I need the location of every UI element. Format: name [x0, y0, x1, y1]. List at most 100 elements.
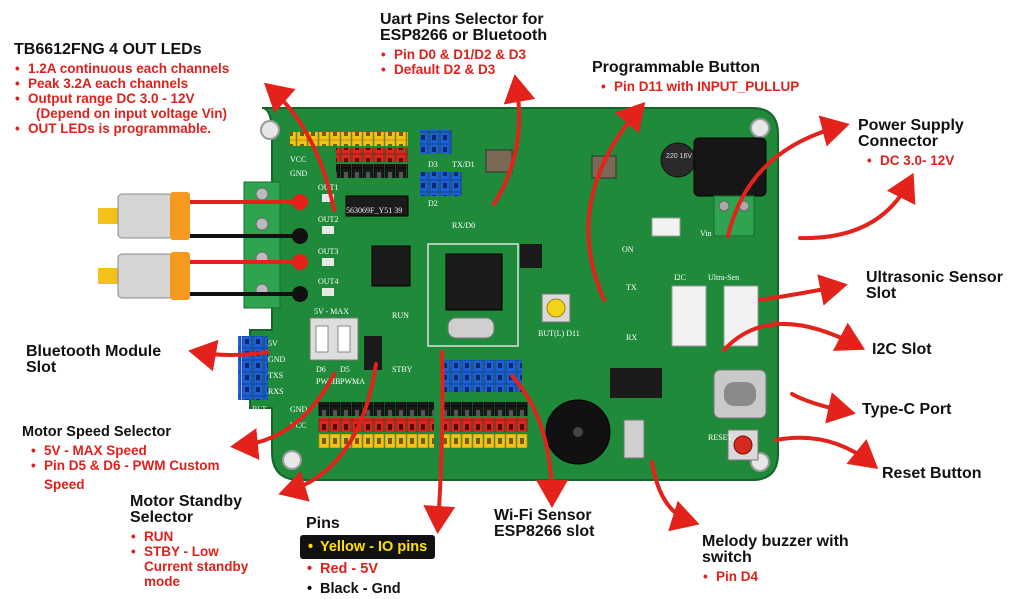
label-standby-item: mode	[144, 574, 181, 589]
bluetooth-header	[238, 336, 268, 400]
motor-cap-icon	[170, 192, 190, 240]
arrow-prog-button	[586, 101, 646, 302]
label-standby-title-1: Motor Standby	[130, 493, 242, 510]
label-buzzer-title-1: Melody buzzer with	[702, 533, 849, 550]
label-i2c-title: I2C Slot	[872, 341, 932, 358]
label-pins-black: Black - Gnd	[306, 579, 435, 599]
label-power-item: DC 3.0- 12V	[866, 153, 964, 168]
silk-chip: 563069F_Y51 39	[346, 206, 402, 215]
switch-lever-icon	[315, 325, 329, 353]
silk-ultrasen: Ultra-Sen	[708, 273, 739, 282]
reset-button-cap-icon	[733, 435, 753, 455]
led-icon	[322, 258, 334, 266]
silk-d2: D2	[428, 199, 438, 208]
label-standby: Motor Standby Selector RUN STBY - Low Cu…	[130, 493, 249, 590]
tb6612-chip	[345, 195, 409, 217]
label-i2c: I2C Slot	[872, 342, 932, 358]
label-motor-speed-item: Speed	[44, 477, 85, 492]
i2c-connector	[671, 285, 707, 347]
bottom-header-red-left	[318, 418, 434, 432]
label-motor-speed-title: Motor Speed Selector	[22, 424, 172, 440]
silk-d3: D3	[428, 160, 438, 169]
buzzer-hole-icon	[573, 427, 583, 437]
screw-icon	[255, 217, 269, 231]
silk-tx: TX	[626, 283, 637, 292]
silk-button: BUT(L) D11	[538, 329, 580, 338]
arrow-wifi	[510, 374, 568, 508]
label-ultrasonic: Ultrasonic Sensor Slot	[866, 270, 1003, 302]
silk-out4: OUT4	[318, 277, 338, 286]
buzzer-switch	[623, 419, 645, 459]
label-buzzer: Melody buzzer with switch Pin D4	[702, 533, 849, 585]
label-wifi-title-2: ESP8266 slot	[494, 523, 595, 540]
silk-vin: Vin	[700, 229, 712, 238]
arrow-motor-speed	[230, 372, 336, 460]
silk-gnd-bt: GND	[268, 355, 286, 364]
type-c-opening-icon	[724, 382, 756, 406]
label-pins-yellow: Yellow - IO pins	[300, 535, 436, 559]
led-icon	[322, 194, 334, 202]
label-standby-item: RUN	[130, 529, 248, 544]
regulator-icon	[520, 244, 542, 268]
label-standby-item: Current standby	[144, 559, 249, 574]
led-icon	[322, 226, 334, 234]
silk-pwma: PWMA	[340, 377, 365, 386]
motor-shaft-icon	[98, 268, 122, 284]
arrow-typec	[790, 392, 856, 424]
arrow-bluetooth	[188, 339, 270, 372]
driver-ic	[371, 245, 411, 287]
screw-icon	[718, 200, 730, 212]
label-tb6612-item: OUT LEDs is programmable.	[14, 121, 229, 136]
power-jack	[693, 137, 767, 197]
label-motor-speed-item: 5V - MAX Speed	[30, 443, 220, 458]
label-tb6612-title: TB6612FNG 4 OUT LEDs	[14, 41, 202, 58]
label-tb6612-item: (Depend on input voltage Vin)	[36, 106, 227, 121]
label-motor-speed: Motor Speed Selector 5V - MAX Speed Pin …	[22, 424, 220, 492]
silk-rxs: RXS	[268, 387, 284, 396]
label-prog-button-title: Programmable Button	[592, 59, 761, 76]
silk-vcc-bottom: VCC	[290, 421, 306, 430]
mount-hole-icon	[260, 120, 280, 140]
arrow-buzzer	[650, 460, 700, 532]
label-tb6612-item: Peak 3.2A each channels	[14, 76, 229, 91]
top-header-yellow	[290, 132, 408, 146]
mount-hole-icon	[750, 118, 770, 138]
silk-txs: TXS	[268, 371, 283, 380]
bottom-header-black-left	[318, 402, 434, 416]
label-pins-red: Red - 5V	[306, 559, 435, 579]
label-uart-title-1: Uart Pins Selector for	[380, 11, 544, 28]
label-uart-item: Pin D0 & D1/D2 & D3	[380, 47, 547, 62]
bottom-header-yellow-right	[442, 434, 528, 448]
silk-vcc: VCC	[290, 155, 306, 164]
wire-end-icon	[292, 194, 308, 210]
silk-i2c: I2C	[674, 273, 686, 282]
label-wifi-title-1: Wi-Fi Sensor	[494, 507, 592, 524]
silk-cap: 220 16V VT	[666, 153, 704, 160]
silk-on: ON	[622, 245, 634, 254]
crystal-icon	[447, 317, 495, 339]
uart-jumper-mid	[420, 172, 462, 196]
arrow-ultrasonic	[758, 274, 848, 306]
label-ultrasonic-title-2: Slot	[866, 285, 897, 302]
silk-d5: D5	[340, 365, 350, 374]
silk-5vmax: 5V - MAX	[314, 307, 349, 316]
label-wifi: Wi-Fi Sensor ESP8266 slot	[494, 508, 595, 540]
arrow-power-label	[798, 172, 916, 241]
silk-rx: RX	[626, 333, 637, 342]
label-bluetooth-title-1: Bluetooth Module	[26, 343, 162, 360]
label-standby-title-2: Selector	[130, 509, 194, 526]
label-pins: Pins Yellow - IO pins Red - 5V Black - G…	[300, 516, 436, 599]
arrow-standby	[278, 362, 378, 502]
arrow-reset	[774, 435, 879, 470]
silk-gnd-bottom: GND	[290, 405, 308, 414]
motor-body-icon	[117, 193, 173, 239]
label-tb6612-item: 1.2A continuous each channels	[14, 61, 229, 76]
motor-2	[98, 252, 190, 300]
label-uart-item: Default D2 & D3	[380, 62, 547, 77]
capacitor-icon	[660, 142, 696, 178]
esp8266-header	[444, 360, 522, 392]
silk-txd1: TX/D1	[452, 160, 475, 169]
silk-run: RUN	[392, 311, 409, 320]
arrow-pins	[423, 350, 456, 534]
label-reset: Reset Button	[882, 466, 982, 482]
